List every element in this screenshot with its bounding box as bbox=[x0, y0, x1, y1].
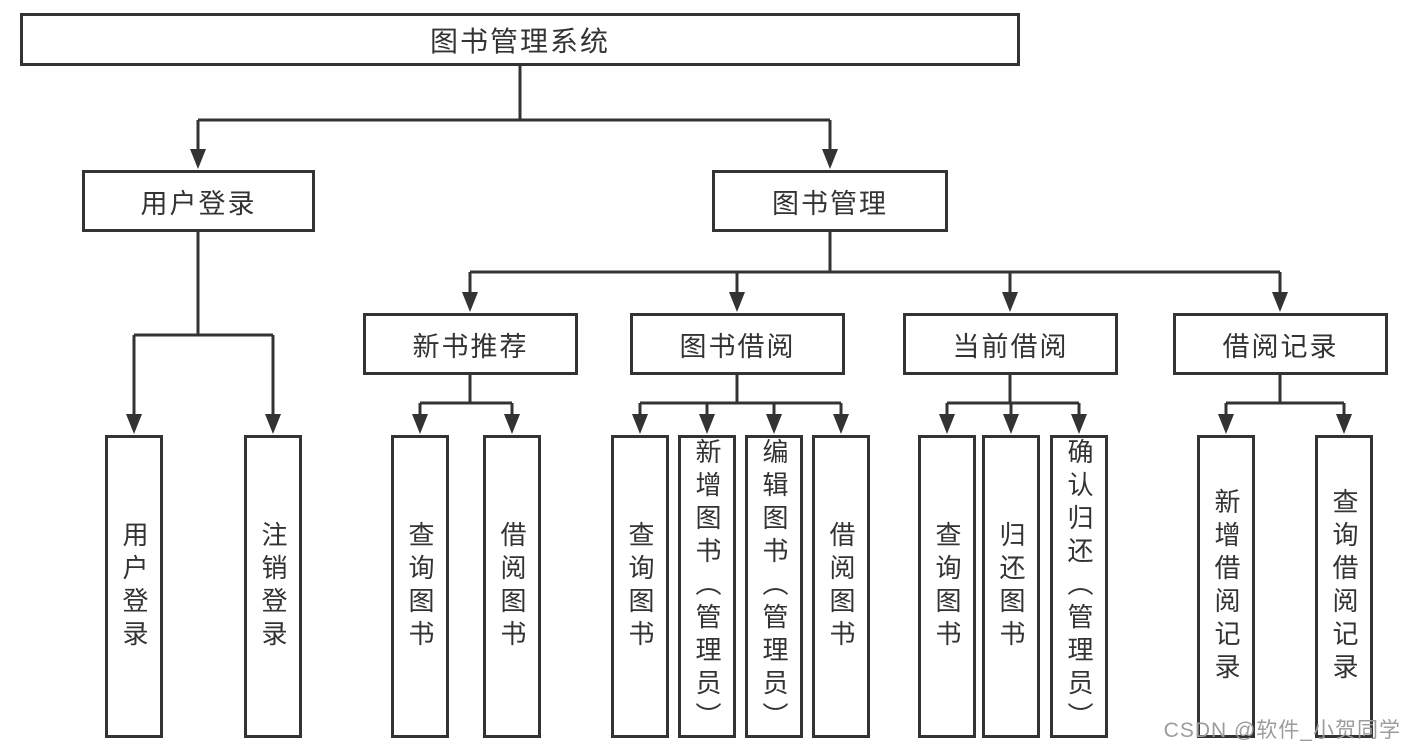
leaf-add-books-admin: 新增图书（管理员） bbox=[678, 435, 736, 738]
node-label: 确认归还（管理员） bbox=[1064, 438, 1094, 735]
watermark: CSDN @软件_小贺同学 bbox=[1163, 719, 1401, 742]
node-user-login: 用户登录 bbox=[82, 170, 315, 232]
node-label: 注销登录 bbox=[258, 520, 288, 653]
node-library-management-system: 图书管理系统 bbox=[20, 13, 1020, 66]
leaf-confirm-return-admin: 确认归还（管理员） bbox=[1050, 435, 1108, 738]
leaf-logout: 注销登录 bbox=[244, 435, 302, 738]
node-label: 图书借阅 bbox=[679, 331, 796, 362]
leaf-edit-books-admin: 编辑图书（管理员） bbox=[745, 435, 803, 738]
node-label: 新书推荐 bbox=[412, 331, 529, 362]
node-label: 借阅记录 bbox=[1222, 331, 1339, 362]
node-label: 图书管理 bbox=[772, 188, 888, 219]
node-book-management: 图书管理 bbox=[712, 170, 948, 232]
leaf-return-books: 归还图书 bbox=[982, 435, 1040, 738]
node-label: 查询图书 bbox=[932, 520, 962, 653]
leaf-user-login: 用户登录 bbox=[105, 435, 163, 738]
node-label: 新增图书（管理员） bbox=[692, 438, 722, 735]
arrowhead-icons bbox=[126, 149, 1352, 434]
node-label: 用户登录 bbox=[119, 520, 149, 653]
node-label: 归还图书 bbox=[996, 520, 1026, 653]
node-label: 编辑图书（管理员） bbox=[759, 438, 789, 735]
node-book-borrowing: 图书借阅 bbox=[630, 313, 845, 375]
node-label: 用户登录 bbox=[140, 188, 257, 219]
node-label: 当前借阅 bbox=[952, 331, 1069, 362]
leaf-borrow-books-borrowing: 借阅图书 bbox=[812, 435, 870, 738]
leaf-query-books-borrowing: 查询图书 bbox=[611, 435, 669, 738]
node-label: 新增借阅记录 bbox=[1211, 487, 1241, 686]
leaf-add-borrow-record: 新增借阅记录 bbox=[1197, 435, 1255, 738]
node-label: 借阅图书 bbox=[497, 520, 527, 653]
node-label: 图书管理系统 bbox=[429, 25, 610, 57]
leaf-query-books-current: 查询图书 bbox=[918, 435, 976, 738]
node-label: 借阅图书 bbox=[826, 520, 856, 653]
node-current-borrowing: 当前借阅 bbox=[903, 313, 1118, 375]
leaf-borrow-books-recommend: 借阅图书 bbox=[483, 435, 541, 738]
node-label: 查询图书 bbox=[405, 520, 435, 653]
node-new-book-recommend: 新书推荐 bbox=[363, 313, 578, 375]
leaf-query-borrow-record: 查询借阅记录 bbox=[1315, 435, 1373, 738]
node-label: 查询图书 bbox=[625, 520, 655, 653]
node-label: 查询借阅记录 bbox=[1329, 487, 1359, 686]
leaf-query-books-recommend: 查询图书 bbox=[391, 435, 449, 738]
node-borrowing-records: 借阅记录 bbox=[1173, 313, 1388, 375]
